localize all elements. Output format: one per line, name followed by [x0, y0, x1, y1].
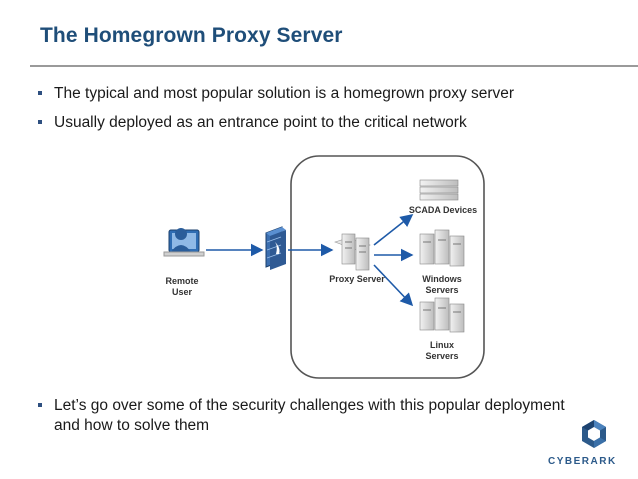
scada-devices-icon: [419, 179, 459, 201]
bullet-text: Let’s go over some of the security chall…: [54, 397, 565, 434]
windows-servers-icon: [419, 229, 465, 267]
network-diagram-graphic: [163, 155, 485, 379]
network-diagram: Remote User Proxy Server SCADA Devices W…: [150, 150, 490, 380]
windows-servers-label-line: Windows: [422, 274, 462, 284]
linux-servers-label-line: Servers: [425, 351, 459, 361]
arrow-proxy-to-scada: [373, 214, 414, 246]
network-boundary: [290, 155, 485, 379]
bullet-marker: [38, 403, 42, 407]
linux-servers-label: Linux Servers: [412, 340, 472, 362]
remote-user-label-line: Remote: [165, 276, 199, 286]
remote-user-icon: [163, 228, 205, 257]
windows-servers-label-line: Servers: [425, 285, 459, 295]
bullet-text: Usually deployed as an entrance point to…: [54, 114, 467, 131]
cyberark-wordmark: CYBERARK: [548, 456, 617, 467]
linux-servers-label-line: Linux: [430, 340, 454, 350]
windows-servers-label: Windows Servers: [412, 274, 472, 296]
bullet-marker: [38, 91, 42, 95]
remote-user-label: Remote User: [156, 276, 208, 298]
remote-user-label-line: User: [171, 287, 192, 297]
slide-title: The Homegrown Proxy Server: [40, 24, 343, 47]
firewall-icon: [265, 226, 286, 270]
bullet-text: The typical and most popular solution is…: [54, 85, 515, 102]
linux-servers-icon: [419, 297, 465, 333]
scada-devices-label: SCADA Devices: [408, 205, 478, 215]
bullet-marker: [38, 120, 42, 124]
proxy-server-icon: [334, 233, 371, 271]
cyberark-logo: [582, 420, 606, 448]
proxy-server-label: Proxy Server: [329, 274, 385, 284]
arrow-proxy-to-linux: [373, 264, 414, 307]
title-divider: [30, 65, 638, 67]
